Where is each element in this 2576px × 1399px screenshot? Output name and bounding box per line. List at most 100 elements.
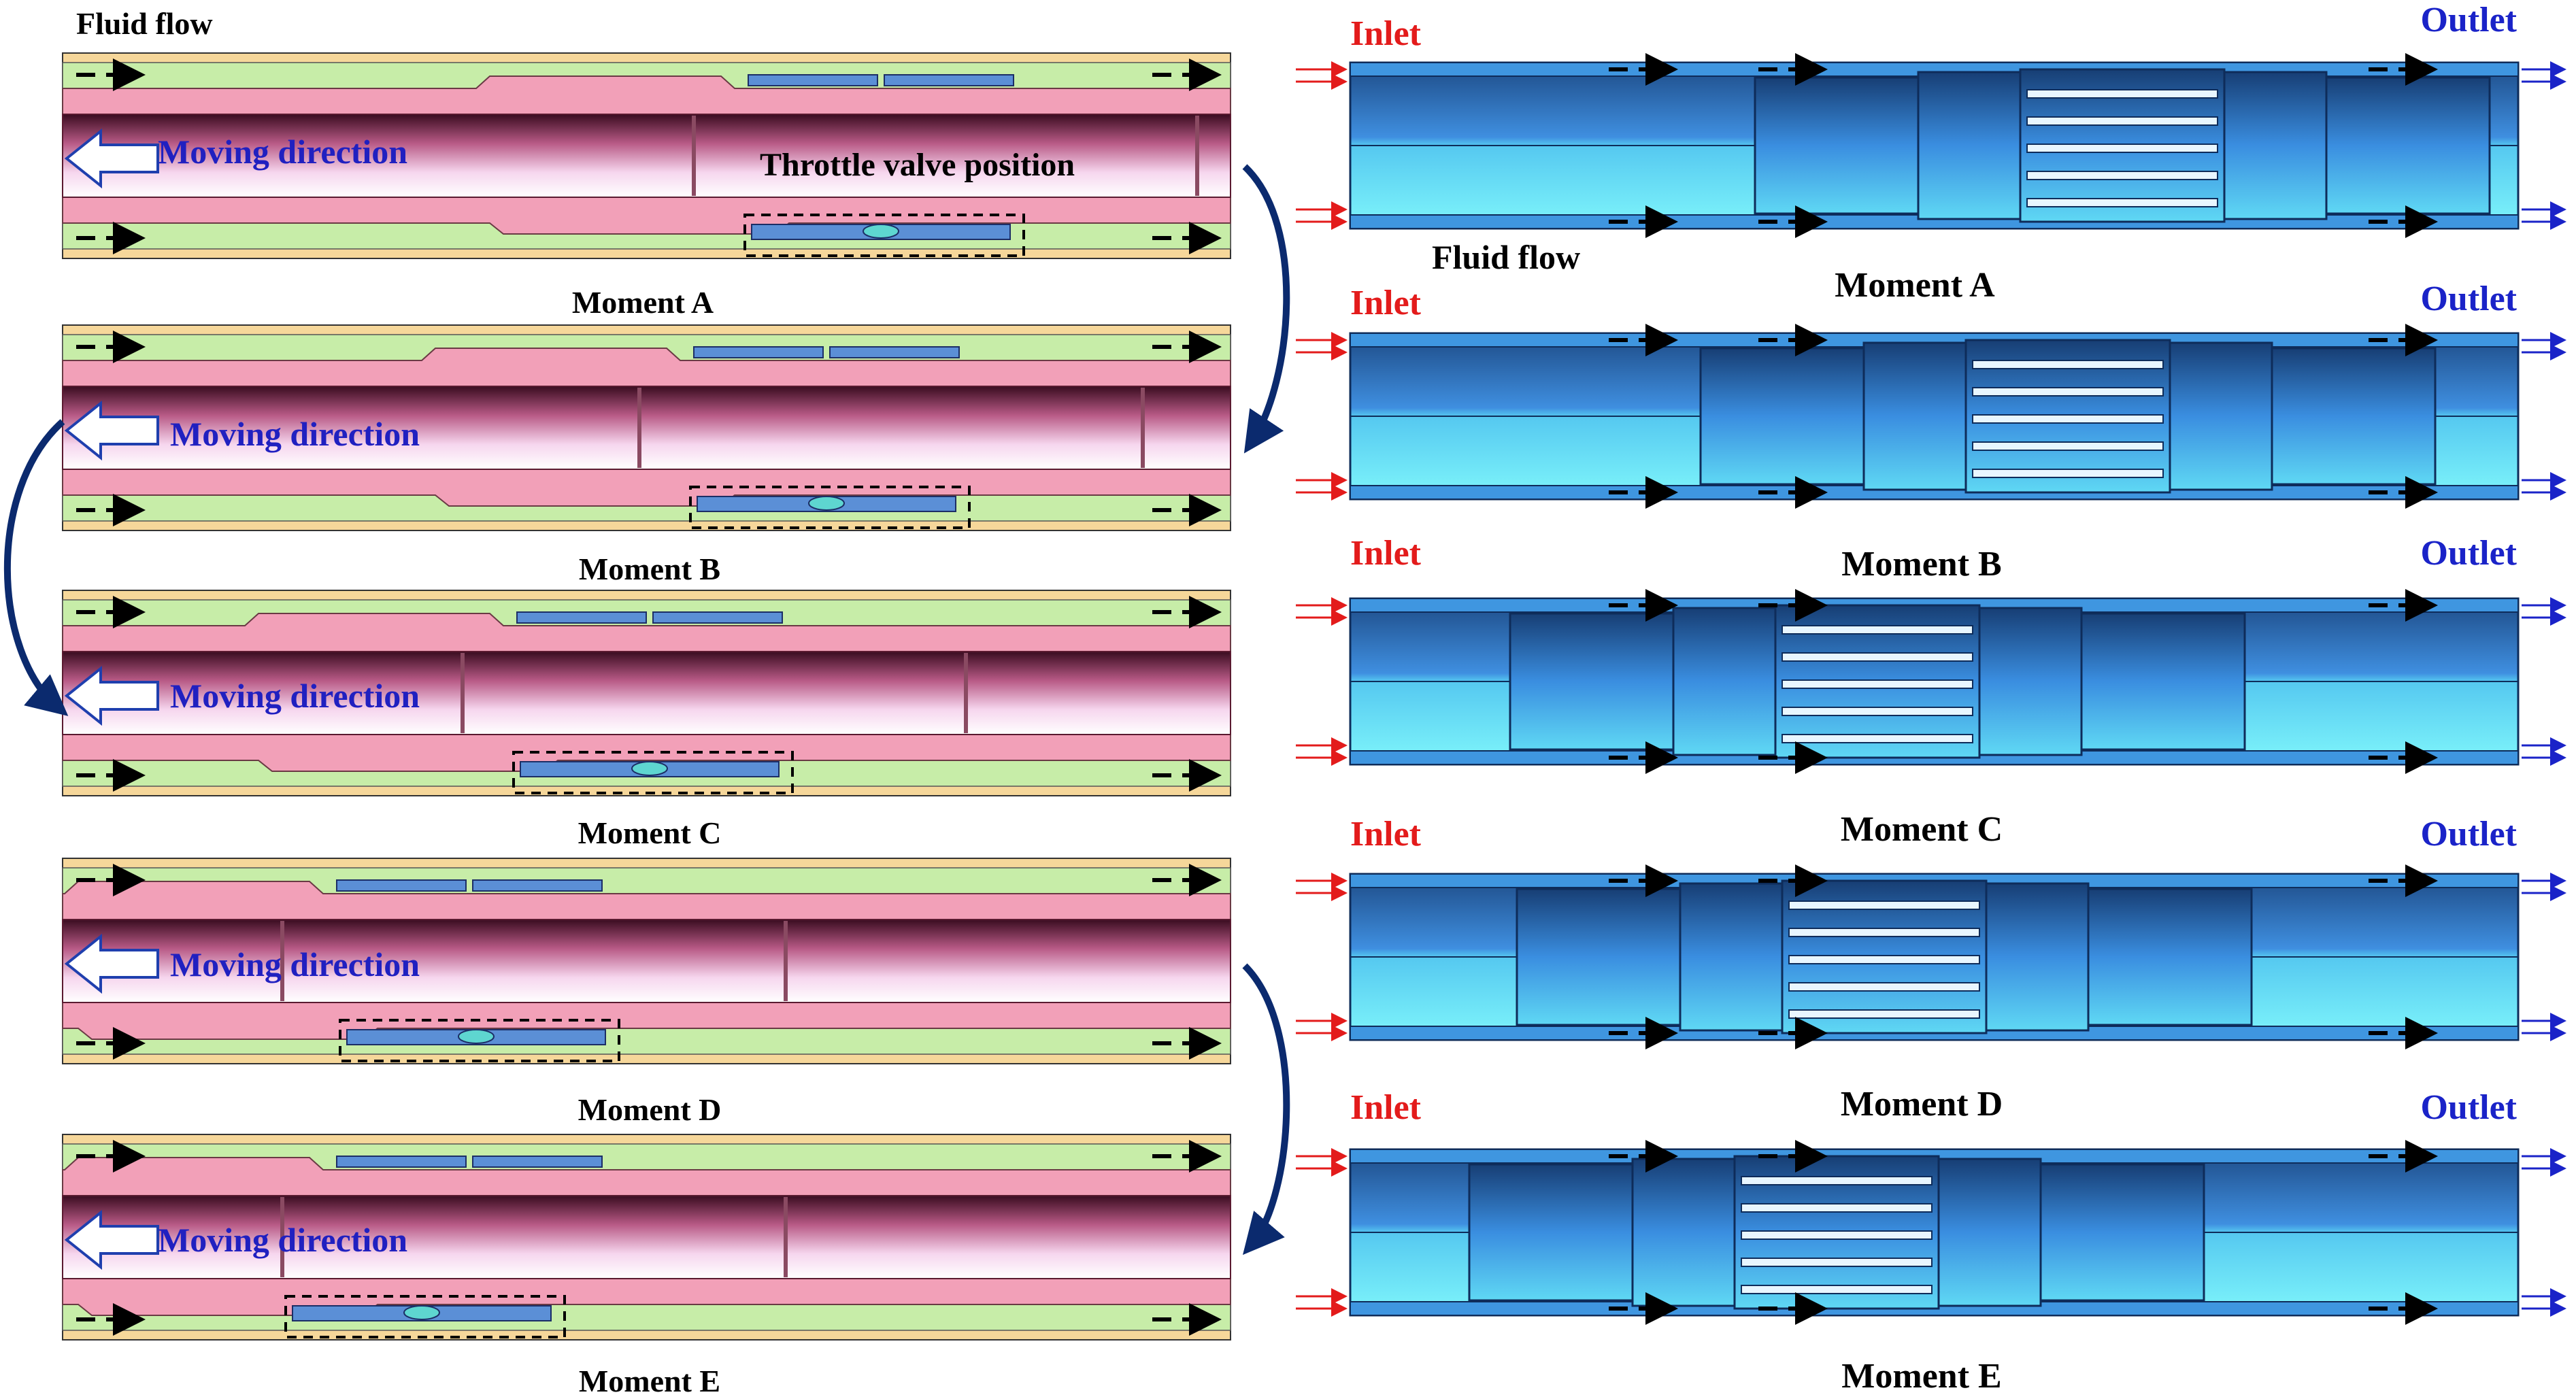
moving-direction-label: Moving direction: [170, 677, 420, 715]
bore: [62, 919, 1231, 1003]
throttle-valve-box: [284, 1295, 566, 1338]
ring: [1937, 1158, 2042, 1307]
ring: [1672, 607, 1777, 756]
left-panel-e: [62, 1134, 1231, 1341]
bore: [62, 1195, 1231, 1279]
collar: [1754, 76, 1920, 215]
transition-arrows: [3, 164, 1290, 1255]
fluid-flow-label: Fluid flow: [76, 6, 213, 41]
right-panel-b: [1296, 324, 2566, 509]
throttle-valve-label: Throttle valve position: [760, 147, 1075, 183]
moment-label: Moment E: [579, 1364, 720, 1398]
moment-label: Moment B: [1841, 545, 2001, 584]
moment-label: Moment D: [1841, 1085, 2003, 1124]
ring: [1631, 1158, 1736, 1307]
hollow-left-arrow-icon: [64, 933, 159, 994]
inlet-label: Inlet: [1350, 14, 1422, 53]
hollow-left-arrow-icon: [64, 400, 159, 461]
collar: [2087, 888, 2253, 1026]
throttle-valve-box: [689, 486, 971, 529]
valve-cage: [2019, 68, 2226, 223]
valve-sleeve: [516, 611, 647, 624]
bore: [62, 114, 1231, 198]
valve-cage: [1781, 879, 1988, 1034]
ring: [2169, 341, 2273, 491]
moment-label: Moment C: [1841, 810, 2003, 849]
valve-ball: [808, 496, 845, 511]
ring: [1978, 607, 2083, 756]
moment-label: Moment C: [578, 815, 722, 850]
valve-ball: [458, 1029, 495, 1044]
hollow-left-arrow-icon: [64, 128, 159, 189]
inlet-label: Inlet: [1350, 284, 1422, 322]
collar: [2325, 76, 2491, 215]
collar: [1468, 1163, 1634, 1302]
outlet-label: Outlet: [2420, 280, 2517, 318]
valve-sleeve: [472, 879, 603, 892]
valve-sleeve: [693, 346, 824, 358]
valve-sleeve: [336, 879, 467, 892]
right-panels: [1296, 53, 2566, 1325]
valve-sleeve: [472, 1156, 603, 1168]
ring: [1985, 882, 2090, 1032]
valve-sleeve: [336, 1156, 467, 1168]
left-panels: [62, 52, 1231, 1341]
valve-ball: [631, 761, 668, 776]
left-panel-a: [62, 52, 1231, 259]
moment-label: Moment A: [572, 285, 714, 320]
moment-label: Moment A: [1835, 266, 1995, 305]
outlet-label: Outlet: [2420, 534, 2517, 573]
collar: [2039, 1163, 2205, 1302]
moving-direction-label: Moving direction: [158, 133, 407, 171]
inlet-label: Inlet: [1350, 815, 1422, 854]
curved-arrow-icon: [1242, 164, 1290, 454]
left-panel-c: [62, 590, 1231, 796]
ring: [1917, 71, 2022, 220]
valve-cage: [1964, 339, 2171, 494]
throttle-valve-box: [743, 214, 1025, 257]
right-panel-a: [1296, 53, 2566, 238]
outlet-label: Outlet: [2420, 815, 2517, 854]
ring: [2223, 71, 2328, 220]
inlet-label: Inlet: [1350, 534, 1422, 573]
outlet-label: Outlet: [2420, 1, 2517, 39]
inlet-label: Inlet: [1350, 1088, 1422, 1127]
right-panel-d: [1296, 864, 2566, 1049]
collar: [2080, 612, 2246, 751]
left-panel-b: [62, 324, 1231, 531]
left-panel-d: [62, 858, 1231, 1064]
curved-arrow-icon: [3, 419, 69, 716]
valve-ball: [403, 1305, 440, 1320]
outlet-label: Outlet: [2420, 1088, 2517, 1127]
moving-direction-label: Moving direction: [170, 945, 420, 983]
valve-sleeve: [748, 74, 878, 86]
moment-label: Moment B: [579, 552, 720, 586]
collar: [1509, 612, 1675, 751]
bore: [62, 386, 1231, 470]
moment-label: Moment D: [578, 1092, 722, 1127]
valve-ball: [863, 224, 899, 239]
collar: [1516, 888, 1682, 1026]
hollow-left-arrow-icon: [64, 1209, 159, 1270]
moment-label: Moment E: [1841, 1357, 2001, 1396]
collar: [1699, 347, 1865, 486]
right-panel-e: [1296, 1140, 2566, 1325]
right-panel-c: [1296, 589, 2566, 774]
fluid-flow-label: Fluid flow: [1432, 238, 1580, 276]
valve-sleeve: [884, 74, 1014, 86]
ring: [1679, 882, 1784, 1032]
collar: [2271, 347, 2437, 486]
throttle-valve-box: [339, 1019, 620, 1062]
ring: [1862, 341, 1967, 491]
valve-sleeve: [829, 346, 960, 358]
curved-arrow-icon: [1242, 963, 1290, 1255]
valve-sleeve: [652, 611, 783, 624]
valve-cage: [1733, 1155, 1940, 1310]
throttle-valve-box: [512, 751, 794, 794]
moving-direction-label: Moving direction: [158, 1221, 407, 1259]
valve-cage: [1774, 604, 1981, 759]
moving-direction-label: Moving direction: [170, 415, 420, 453]
